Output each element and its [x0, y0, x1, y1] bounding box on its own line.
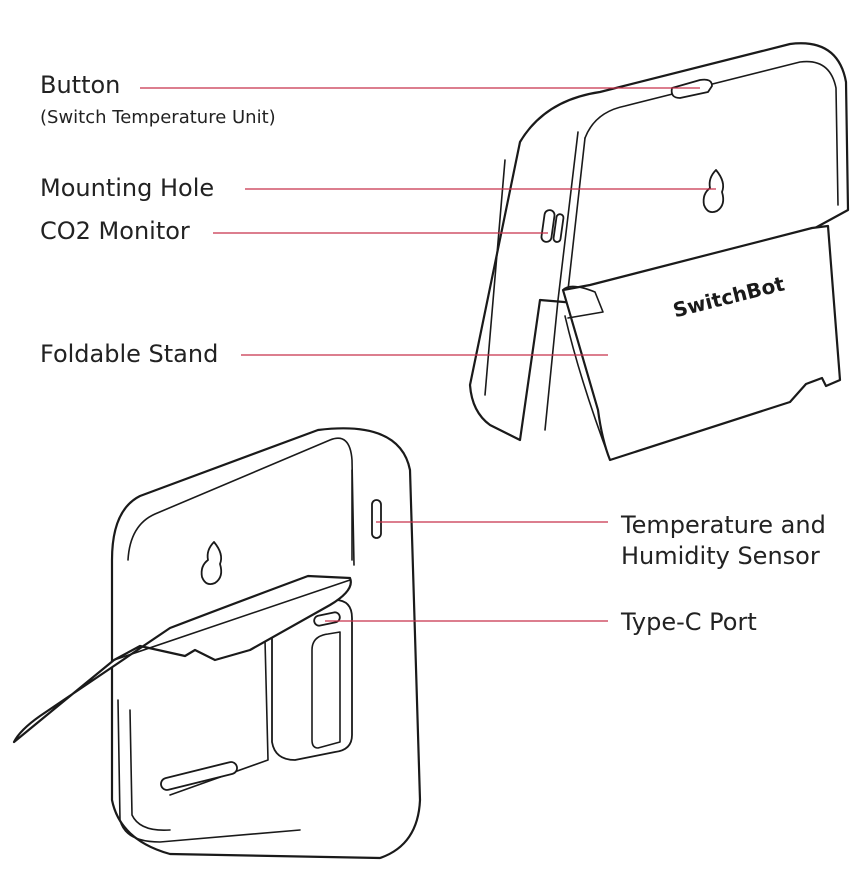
- device-upper: SwitchBot: [468, 42, 850, 462]
- label-foldable-stand: Foldable Stand: [40, 340, 219, 368]
- mounting-hole-lower-icon: [200, 541, 223, 586]
- device-upper-body: [468, 42, 850, 442]
- co2-vent-icon: [540, 209, 556, 243]
- label-temp-humidity-sensor: Temperature and Humidity Sensor: [621, 511, 826, 570]
- top-button-icon: [670, 78, 713, 99]
- card-slot: [160, 761, 238, 791]
- label-co2-monitor: CO2 Monitor: [40, 217, 190, 245]
- device-upper-rim: [584, 60, 839, 206]
- label-type-c-port: Type-C Port: [621, 608, 757, 636]
- type-c-port-icon: [313, 611, 341, 627]
- label-mounting-hole: Mounting Hole: [40, 174, 215, 202]
- sensor-vent-icon: [371, 499, 382, 539]
- mounting-hole-icon: [702, 169, 725, 214]
- device-lower: [12, 427, 422, 860]
- label-button: Button: [40, 71, 121, 99]
- lower-stand-flap: [12, 574, 352, 744]
- label-button-sub: (Switch Temperature Unit): [40, 107, 276, 128]
- leader-lines: [140, 87, 716, 622]
